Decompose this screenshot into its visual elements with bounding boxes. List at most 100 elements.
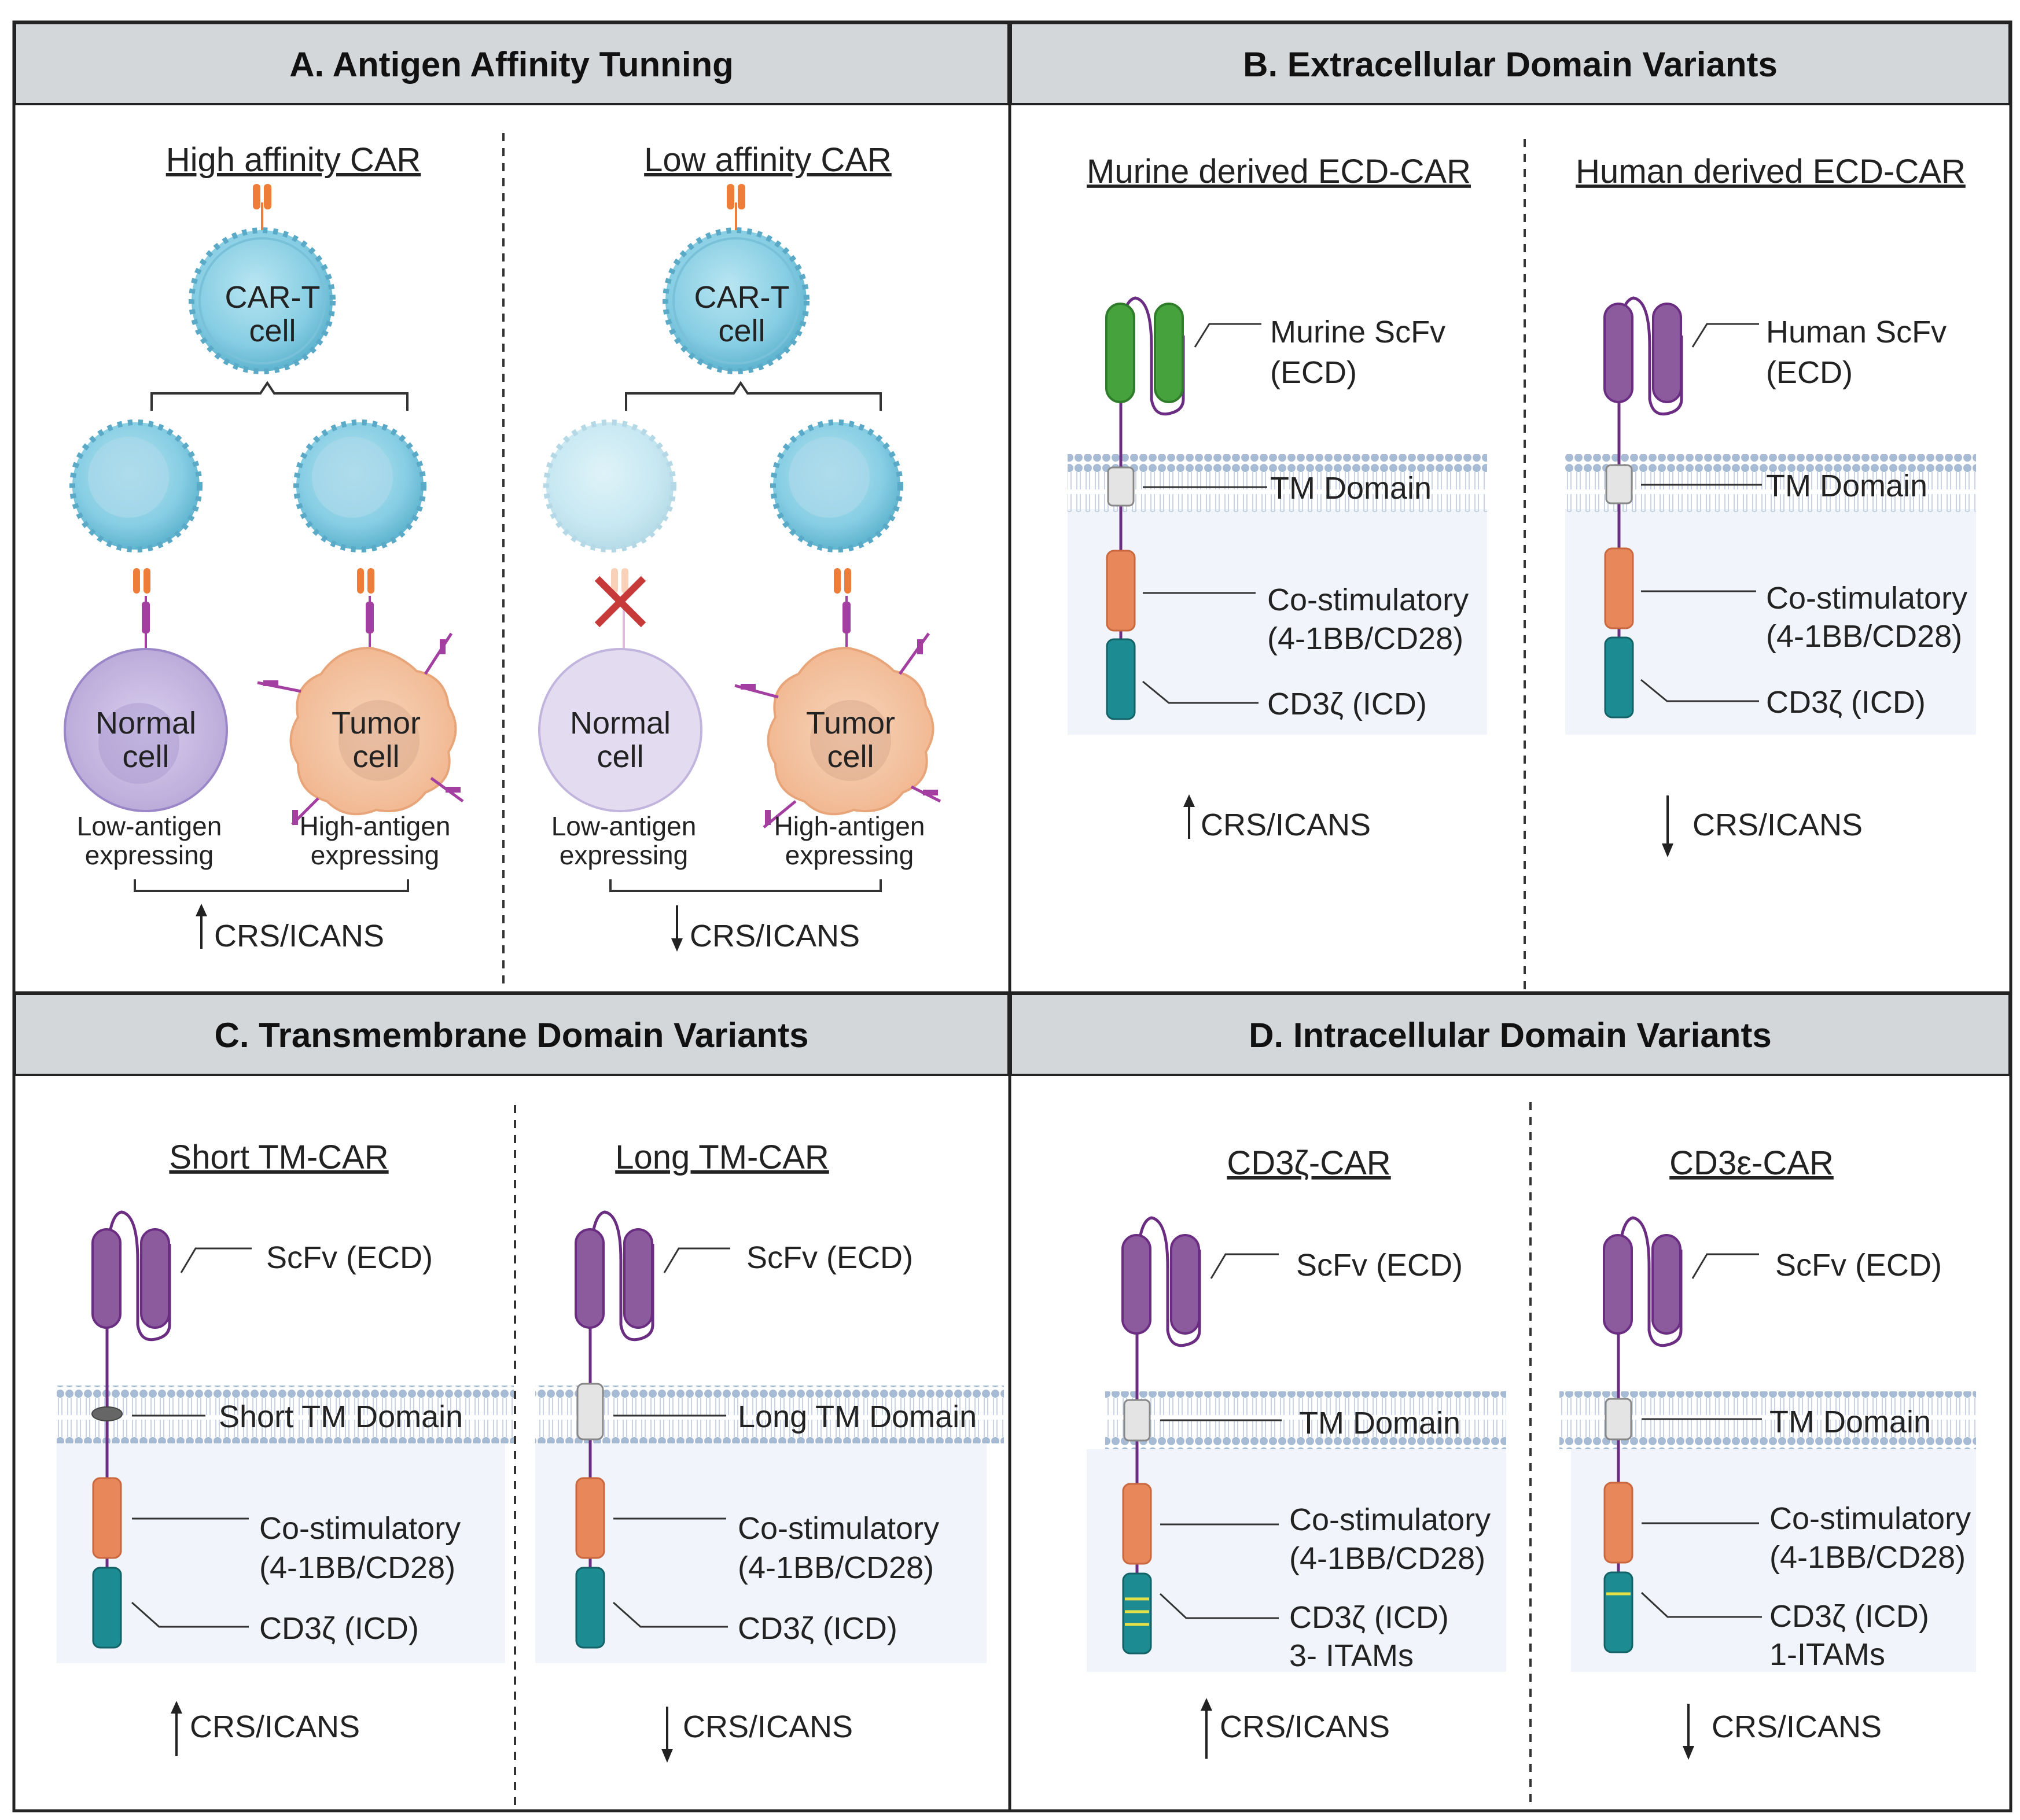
icd-leader bbox=[613, 1601, 728, 1628]
arrow-up-icon bbox=[1201, 1698, 1212, 1759]
cytoplasm-region bbox=[535, 1443, 987, 1663]
scfv-label-line1: Human ScFv bbox=[1766, 315, 1947, 349]
tm-label: TM Domain bbox=[1299, 1406, 1460, 1440]
icd-leader bbox=[1142, 680, 1259, 704]
scfv-light-chain bbox=[623, 1228, 653, 1329]
scfv-heavy-chain bbox=[91, 1228, 122, 1329]
itam-stripe bbox=[1125, 1597, 1149, 1601]
short-tm-block bbox=[91, 1406, 123, 1421]
arrow-up-icon bbox=[1183, 794, 1195, 839]
scfv-heavy-chain bbox=[1105, 303, 1135, 403]
outcome-label: CRS/ICANS bbox=[1692, 808, 1863, 842]
scfv-leader bbox=[1210, 1253, 1279, 1279]
membrane bbox=[1565, 454, 1976, 512]
costim-block bbox=[1604, 547, 1634, 629]
arrow-down-icon bbox=[671, 905, 683, 952]
scfv-label: ScFv (ECD) bbox=[266, 1240, 433, 1275]
tm-domain-block bbox=[1605, 1398, 1632, 1440]
costim-label-line1: Co-stimulatory bbox=[1289, 1502, 1491, 1537]
scfv-heavy-chain bbox=[1603, 303, 1633, 403]
high-antigen-label-line1: High-antigen bbox=[774, 811, 925, 841]
costim-label-line1: Co-stimulatory bbox=[1267, 583, 1469, 617]
scfv-light-chain bbox=[140, 1228, 170, 1329]
human-ecd-construct: Human derived ECD-CAR Human ScFv (ECD) T… bbox=[1565, 153, 1976, 857]
t-cell-left bbox=[69, 419, 203, 552]
icd-label: CD3ζ (ICD) bbox=[259, 1611, 419, 1646]
costim-block bbox=[92, 1477, 122, 1559]
low-affinity-side: Low affinity CAR CAR-T cell bbox=[538, 141, 941, 953]
icd-label: CD3ζ (ICD) bbox=[1267, 687, 1427, 721]
long-tm-subtitle: Long TM-CAR bbox=[615, 1139, 829, 1176]
panel-b: Murine derived ECD-CAR Murine ScFv (ECD)… bbox=[1068, 153, 1976, 857]
arrow-down-icon bbox=[661, 1707, 673, 1763]
cd3z-car-subtitle: CD3ζ-CAR bbox=[1227, 1144, 1390, 1182]
icd-label-line2: 3- ITAMs bbox=[1289, 1638, 1414, 1673]
bottom-bracket bbox=[609, 879, 882, 892]
car-t-label-line1: CAR-T bbox=[225, 280, 321, 315]
scfv-heavy-chain bbox=[1603, 1234, 1633, 1335]
normal-cell-line2: cell bbox=[597, 739, 643, 774]
long-tm-construct: Long TM-CAR ScFv (ECD) Long TM Domain Co… bbox=[535, 1139, 1004, 1763]
tumor-cell: Tumor cell bbox=[734, 632, 941, 828]
tumor-cell: Tumor cell bbox=[257, 632, 464, 826]
scfv-light-chain bbox=[1170, 1234, 1200, 1335]
membrane bbox=[57, 1386, 514, 1443]
itam-markers bbox=[1125, 1597, 1149, 1626]
costim-label-line1: Co-stimulatory bbox=[1766, 581, 1967, 616]
arrow-down-icon bbox=[1662, 795, 1673, 857]
tm-label: TM Domain bbox=[1270, 471, 1432, 506]
costim-block bbox=[1106, 550, 1136, 632]
tm-domain-block bbox=[1605, 464, 1633, 504]
panel-d-title: D. Intracellular Domain Variants bbox=[1249, 1016, 1772, 1055]
normal-cell-line2: cell bbox=[122, 739, 169, 774]
scfv-label-line2: (ECD) bbox=[1270, 355, 1357, 390]
tm-label: TM Domain bbox=[1766, 469, 1927, 503]
normal-cell: Normal cell bbox=[64, 648, 228, 812]
panel-d-header: D. Intracellular Domain Variants bbox=[1010, 993, 2011, 1076]
costim-block bbox=[1122, 1483, 1152, 1565]
tumor-cell-line1: Tumor bbox=[806, 706, 895, 740]
car-t-cell: CAR-T cell bbox=[189, 227, 336, 374]
car-t-cell: CAR-T cell bbox=[663, 227, 810, 374]
branch-bracket bbox=[625, 381, 882, 411]
tm-label: Short TM Domain bbox=[219, 1399, 463, 1434]
high-affinity-side: High affinity CAR CAR-T cell bbox=[64, 141, 464, 953]
low-antigen-label-line2: expressing bbox=[560, 840, 688, 870]
costim-label-line2: (4-1BB/CD28) bbox=[1769, 1540, 1966, 1575]
car-t-label-line1: CAR-T bbox=[694, 280, 790, 315]
cd3z-car-construct: CD3ζ-CAR ScFv (ECD) TM Domain Co-stimula… bbox=[1087, 1144, 1506, 1759]
cd3z-block bbox=[1122, 1572, 1152, 1655]
normal-cell: Normal cell bbox=[538, 648, 702, 812]
scfv-heavy-chain bbox=[1121, 1234, 1151, 1335]
scfv-leader bbox=[1691, 1253, 1759, 1279]
low-affinity-subtitle: Low affinity CAR bbox=[644, 141, 892, 179]
icd-label-line2: 1-ITAMs bbox=[1769, 1637, 1885, 1672]
icd-label-line1: CD3ζ (ICD) bbox=[1289, 1600, 1449, 1635]
icd-label-line1: CD3ζ (ICD) bbox=[1769, 1599, 1929, 1634]
costim-label-line2: (4-1BB/CD28) bbox=[1766, 619, 1962, 654]
car-t-label-line2: cell bbox=[718, 314, 765, 348]
panel-b-header: B. Extracellular Domain Variants bbox=[1010, 22, 2011, 105]
costim-block bbox=[1603, 1482, 1633, 1564]
cytoplasm-region bbox=[57, 1443, 505, 1663]
scfv-light-chain bbox=[1652, 303, 1682, 403]
low-antigen-label-line2: expressing bbox=[85, 840, 214, 870]
scfv-label: ScFv (ECD) bbox=[1296, 1248, 1463, 1283]
car-t-label-line2: cell bbox=[249, 314, 296, 348]
branch-bracket bbox=[150, 381, 409, 411]
icd-leader bbox=[1640, 679, 1759, 702]
tumor-cell-line2: cell bbox=[352, 739, 399, 774]
scfv-label-line1: Murine ScFv bbox=[1270, 315, 1445, 349]
panel-a-header: A. Antigen Affinity Tunning bbox=[14, 22, 1010, 105]
scfv-leader bbox=[1691, 323, 1759, 348]
human-subtitle: Human derived ECD-CAR bbox=[1576, 153, 1966, 190]
costim-label-line2: (4-1BB/CD28) bbox=[738, 1550, 934, 1585]
cd3z-block bbox=[1604, 636, 1634, 719]
arrow-down-icon bbox=[1683, 1704, 1694, 1760]
arrow-up-icon bbox=[171, 1701, 182, 1756]
short-tm-construct: Short TM-CAR ScFv (ECD) Short TM Domain … bbox=[57, 1139, 514, 1756]
cd3z-block bbox=[92, 1567, 122, 1649]
scfv-label: ScFv (ECD) bbox=[1775, 1248, 1942, 1283]
panel-a-title: A. Antigen Affinity Tunning bbox=[289, 45, 734, 84]
outcome-label: CRS/ICANS bbox=[214, 919, 384, 953]
